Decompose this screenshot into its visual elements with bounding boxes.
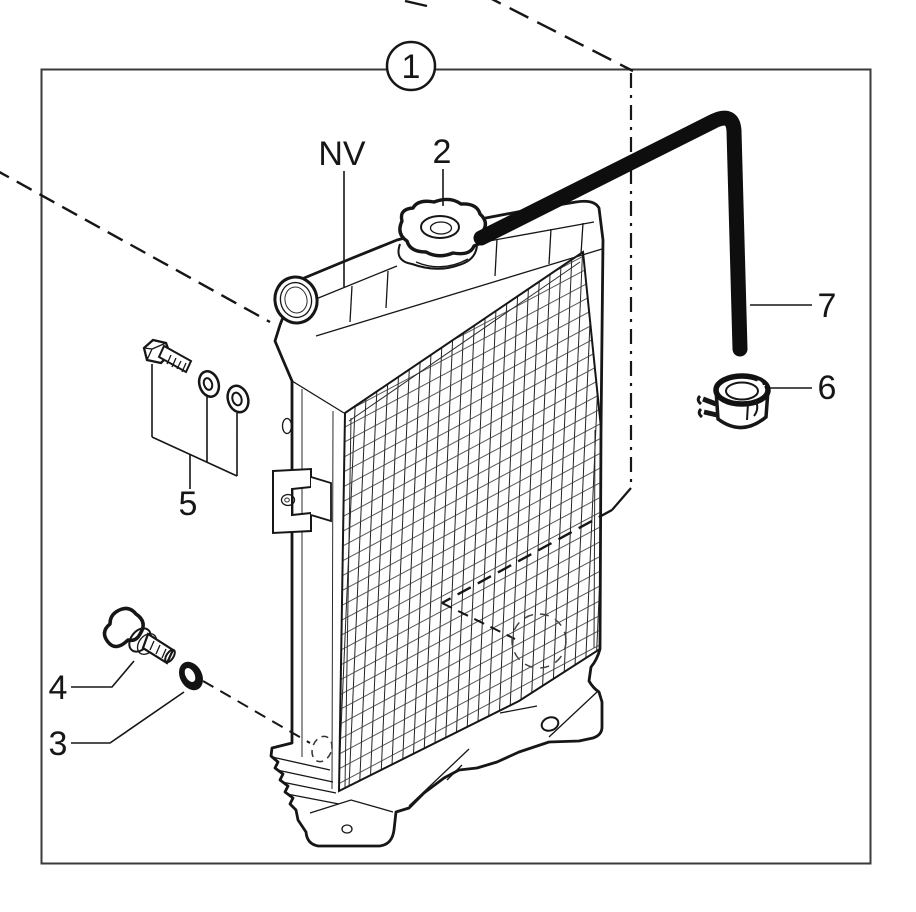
bottom-rib-3: [281, 781, 337, 794]
side-mounting-bracket-flange: [310, 476, 332, 523]
tank-tick-5: [580, 222, 584, 255]
bottom-face-line-1: [408, 748, 470, 807]
overflow-hose: [473, 110, 748, 357]
dashed-line-top-diagonal: [491, 0, 634, 73]
clamp-tab-curl-2: [697, 407, 703, 419]
core-frame: [337, 250, 603, 793]
callout-circle-1: [385, 40, 437, 92]
reference-dashed-lines-back: [0, 0, 634, 489]
bolt-set-leader-bracket: [151, 364, 238, 489]
dash-connector-solid: [611, 487, 632, 511]
bottom-face-line-2: [446, 764, 463, 781]
dashed-hub-circle: [511, 613, 567, 669]
tab-inner-edge: [548, 691, 598, 738]
callout-label-4: 4: [49, 669, 68, 707]
callout-label-nv: NV: [318, 135, 366, 173]
bolt-threads: [166, 354, 187, 373]
cap-ring-outer: [420, 215, 460, 239]
dashed-line-across-core: [441, 508, 613, 605]
dashed-pointer-to-hub: [441, 602, 516, 640]
drain-cock-threads: [149, 640, 167, 659]
tank-tick-3: [494, 238, 498, 277]
drain-cock: [102, 606, 176, 665]
dashed-line-fragment-top: [404, 0, 428, 8]
top-tank-details: [291, 221, 603, 414]
radiator-cap: [398, 197, 488, 258]
bolt-head-facets: [143, 342, 167, 361]
drain-washer-hole: [184, 668, 196, 682]
tank-tick-2: [385, 270, 389, 309]
core-frame-inner-left: [344, 417, 352, 788]
side-mounting-bracket: [272, 467, 312, 535]
washer-b-outer: [226, 384, 250, 414]
callout-label-5: 5: [179, 485, 198, 523]
cap-scalloped-body: [398, 197, 488, 258]
clamp-tab-curl-1: [696, 394, 702, 406]
callout-label-2: 2: [433, 133, 452, 171]
radiator-body: [269, 197, 605, 848]
leader-4: [71, 660, 135, 688]
filler-neck-arc: [415, 258, 469, 268]
hose-clamp: [696, 373, 771, 430]
core-frame-inner-top: [348, 261, 581, 422]
tank-tick-1: [349, 285, 353, 323]
core-frame-inner-right: [593, 429, 596, 649]
bottom-rib-4: [286, 793, 340, 805]
clamp-tab-1: [702, 396, 717, 407]
bottom-rib-2: [276, 769, 334, 783]
leader-3: [71, 691, 185, 744]
side-channel-slot-hole: [281, 417, 293, 435]
drain-washer: [179, 661, 203, 691]
callout-label-7: 7: [818, 287, 837, 325]
inlet-pipe-mid-ring: [279, 281, 313, 319]
bottom-face-line-3: [499, 705, 538, 714]
washer-a-outer: [197, 370, 221, 398]
tank-lower-left-edge: [291, 380, 345, 414]
dashed-line-to-drain-hole: [202, 680, 311, 744]
side-channel-line-2: [331, 410, 334, 790]
tank-ridge-left: [310, 265, 398, 302]
leader-lines: [71, 169, 812, 744]
mounting-tab-hole: [540, 716, 560, 732]
washer-b-hole: [231, 391, 243, 407]
callout-label-3: 3: [49, 725, 68, 763]
tank-ridge-long: [315, 248, 603, 337]
foot-top-face: [309, 799, 394, 814]
foot-bolt-hole: [341, 824, 353, 834]
assembly-callout: 1: [385, 40, 437, 92]
clamp-ring-gap: [755, 379, 766, 389]
callout-label-6: 6: [818, 369, 837, 407]
washer-a-hole: [202, 377, 214, 391]
dashed-line-to-inlet-pipe: [0, 170, 271, 324]
cap-ring-inner: [429, 221, 453, 235]
clamp-ring-inner: [725, 381, 759, 401]
side-channel: [272, 389, 334, 790]
bolt-washer-set: [142, 338, 250, 489]
inlet-pipe-bore: [284, 286, 308, 314]
clamp-slot-curve: [753, 399, 759, 417]
reference-dashed-lines-front: [202, 487, 632, 763]
drain-cock-wing: [102, 606, 145, 649]
diagram-frame-border: [40, 68, 872, 865]
dashed-drain-hole: [311, 735, 333, 763]
clamp-tab-2: [703, 409, 718, 418]
bracket-hole: [280, 493, 296, 507]
callout-label-1: 1: [402, 48, 421, 86]
bottom-rib-1: [271, 756, 331, 771]
clamp-hook: [754, 378, 765, 386]
bottom-tank-details: [271, 691, 598, 834]
inlet-pipe: [273, 275, 319, 325]
drain-cock-tip-end: [164, 648, 176, 664]
callout-labels: NV 2 7 6 5 4 3: [49, 133, 837, 763]
tank-tick-4: [548, 228, 552, 265]
bracket-hole-center: [284, 497, 290, 503]
clamp-slot: [746, 402, 749, 421]
